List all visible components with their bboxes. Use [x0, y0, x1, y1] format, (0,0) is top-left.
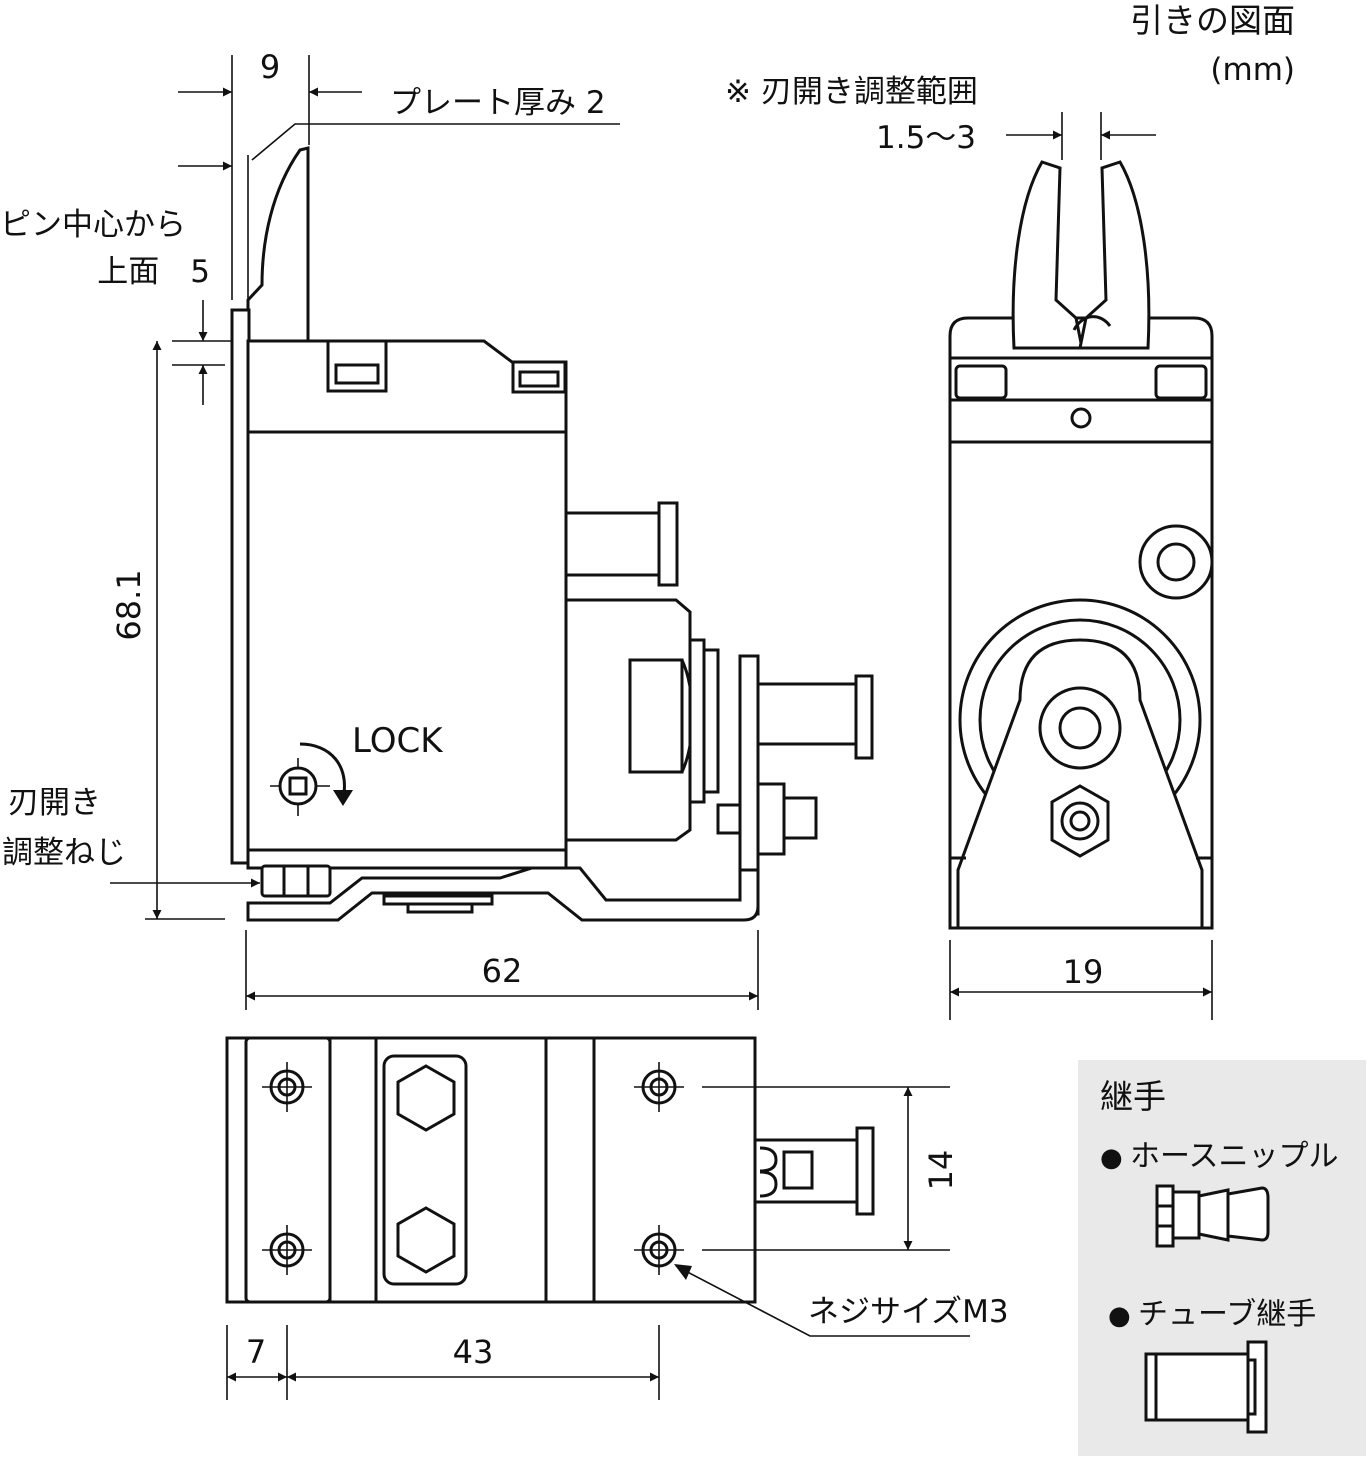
drawing-title: 引きの図面	[1130, 1, 1295, 40]
bottom-view: 14 ネジサイズM3 7 43	[225, 1036, 1009, 1400]
fitting-item-tube-fitting: チューブ継手	[1138, 1297, 1316, 1332]
mount-hole	[634, 1225, 684, 1275]
plate-thickness-label: プレート厚み 2	[390, 85, 606, 121]
unit-label: (mm)	[1210, 52, 1295, 88]
adjust-screw-label-1: 刃開き	[8, 785, 101, 821]
dim-pitch: 43	[453, 1333, 494, 1371]
hose-nipple-icon	[1155, 1184, 1270, 1248]
tube-fitting-icon	[1144, 1340, 1268, 1434]
dim-hole-spacing: 14	[922, 1150, 960, 1191]
mount-hole	[634, 1062, 684, 1112]
fittings-title: 継手	[1100, 1077, 1166, 1116]
fittings-panel: 継手 ● ホースニップル ● チューブ継手	[1078, 1060, 1366, 1456]
blade-range-note: ※ 刃開き調整範囲	[725, 74, 978, 110]
bullet-2: ●	[1108, 1301, 1131, 1331]
fitting-item-hose-nipple: ホースニップル	[1130, 1139, 1339, 1174]
dim-front-width: 19	[1063, 953, 1104, 991]
side-view: 9 プレート厚み 2 ピン中心から 上面 5 68.1	[0, 48, 874, 1010]
bullet-1: ●	[1100, 1143, 1123, 1173]
blade-range-value: 1.5～3	[876, 120, 976, 156]
adjust-screw-label-2: 調整ねじ	[2, 835, 126, 871]
mount-hole	[262, 1062, 312, 1112]
dim-width-top: 9	[260, 48, 280, 86]
dim-total-width: 62	[482, 952, 523, 990]
mount-hole	[262, 1225, 312, 1275]
lock-label: LOCK	[352, 721, 444, 761]
pin-center-label-2: 上面 5	[97, 254, 210, 290]
front-view: ※ 刃開き調整範囲 1.5～3	[725, 74, 1214, 1020]
dim-left-offset: 7	[246, 1333, 266, 1371]
dim-height: 68.1	[110, 569, 148, 640]
pin-center-label-1: ピン中心から	[0, 207, 186, 243]
screw-size-label: ネジサイズM3	[808, 1294, 1009, 1330]
